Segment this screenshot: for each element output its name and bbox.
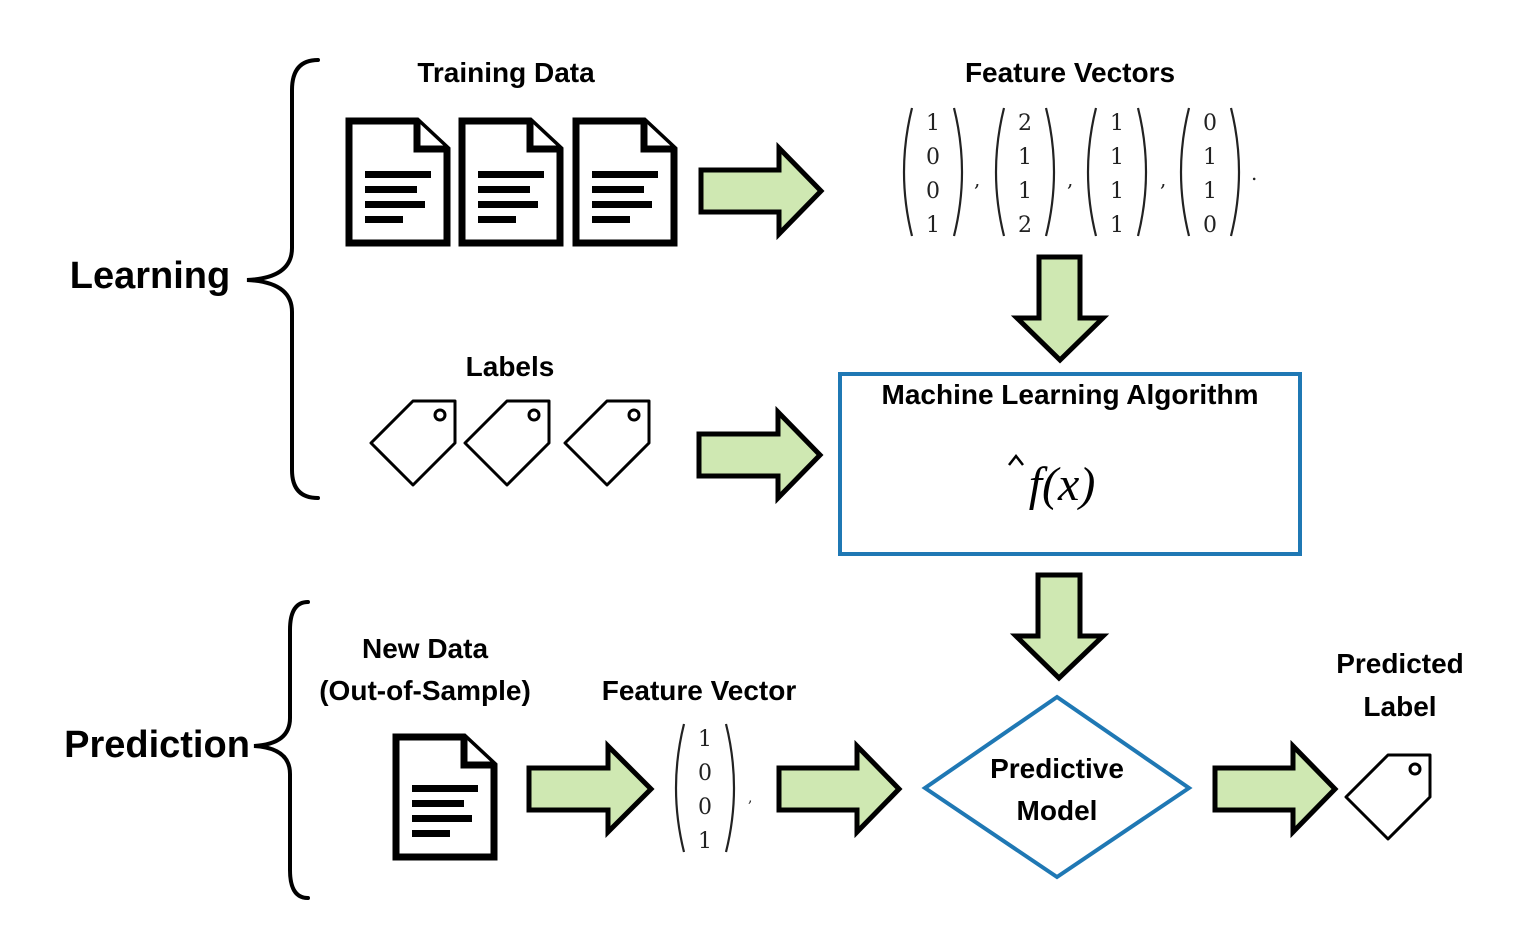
arrow-down-icon: [1010, 254, 1110, 364]
feature-vector-2: 2 1 1 2: [994, 107, 1056, 238]
arrow-right-icon: [1212, 739, 1339, 839]
arrow-down-icon: [1009, 572, 1110, 682]
vector-entry: 2: [1018, 111, 1032, 136]
learning-label: Learning: [70, 255, 230, 297]
vector-separator: ,: [974, 167, 980, 191]
arrow-right-icon: [698, 141, 825, 241]
predictive-model-line1: Predictive: [990, 753, 1124, 784]
algorithm-box: [838, 372, 1302, 556]
vector-entry: 1: [698, 829, 712, 854]
predicted-tag-icon: [1344, 753, 1432, 841]
new-feature-vector: 1 0 0 1: [674, 723, 736, 854]
training-data-heading: Training Data: [417, 57, 595, 88]
vector-entry: 0: [926, 145, 940, 170]
tag-icon: [463, 399, 551, 487]
feature-vector-heading: Feature Vector: [602, 675, 797, 706]
tag-icon: [369, 399, 457, 487]
vector-entry: 0: [698, 795, 712, 820]
vector-entry: 2: [1018, 213, 1032, 238]
prediction-brace-icon: [253, 600, 310, 900]
vector-entry: 1: [1110, 213, 1124, 238]
feature-vector-4: 0 1 1 0: [1179, 107, 1241, 238]
training-document-icon: [458, 117, 564, 247]
formula-text: f(x): [1029, 458, 1096, 511]
vector-separator: ,: [1067, 167, 1073, 191]
vector-entry: 1: [1018, 179, 1032, 204]
hat-accent-icon: [1008, 453, 1024, 466]
algorithm-formula: f(x): [1008, 453, 1096, 511]
vector-entry: 1: [1110, 179, 1124, 204]
arrow-right-icon: [696, 405, 824, 505]
predicted-label-heading-line1: Predicted: [1336, 648, 1464, 679]
feature-vector-3: 1 1 1 1: [1086, 107, 1148, 238]
feature-vector-1: 1 0 0 1: [902, 107, 964, 238]
vector-entry: 1: [1110, 111, 1124, 136]
vector-entry: 1: [1203, 145, 1217, 170]
vector-entry: 0: [1203, 111, 1217, 136]
algorithm-title: Machine Learning Algorithm: [882, 379, 1259, 410]
predictive-model-line2: Model: [1017, 795, 1098, 826]
training-document-icon: [345, 117, 451, 247]
predictive-model-diamond: [921, 694, 1193, 880]
arrow-right-icon: [526, 739, 655, 839]
prediction-label: Prediction: [64, 724, 250, 766]
predicted-label-heading-line2: Label: [1363, 691, 1436, 722]
vector-entry: 0: [698, 761, 712, 786]
learning-brace-icon: [246, 58, 320, 500]
new-data-document-icon: [392, 733, 498, 861]
vector-entry: 1: [1018, 145, 1032, 170]
feature-vectors-heading: Feature Vectors: [965, 57, 1175, 88]
vector-entry: 1: [698, 727, 712, 752]
arrow-right-icon: [776, 739, 903, 839]
vector-separator: ,: [1160, 167, 1166, 191]
vector-terminal: ,: [748, 790, 752, 806]
vector-entry: 1: [926, 111, 940, 136]
vector-terminal: .: [1251, 161, 1257, 185]
vector-entry: 1: [1110, 145, 1124, 170]
vector-entry: 1: [926, 213, 940, 238]
tag-icon: [563, 399, 651, 487]
new-data-heading-line2: (Out-of-Sample): [319, 675, 531, 706]
labels-heading: Labels: [466, 351, 555, 382]
vector-entry: 1: [1203, 179, 1217, 204]
vector-entry: 0: [926, 179, 940, 204]
new-data-heading-line1: New Data: [362, 633, 488, 664]
training-document-icon: [572, 117, 678, 247]
vector-entry: 0: [1203, 213, 1217, 238]
